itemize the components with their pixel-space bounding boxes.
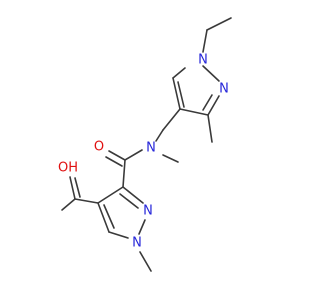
amide-group <box>105 149 179 188</box>
bond-carbonyl-c-o <box>108 150 126 161</box>
atom-n2-bottom-pyrazole: N <box>143 204 153 219</box>
bond-c5-c4-bottom <box>97 202 110 233</box>
atom-label-n-amide: N <box>146 141 156 156</box>
bond-carbonyl-c-ring-c3 <box>122 159 126 188</box>
atom-label-n2-bottom: N <box>143 204 153 219</box>
bond-c4-cooh-c <box>74 198 99 204</box>
bond-ch2-n-amide <box>155 129 164 142</box>
atom-n-amide: N <box>146 141 156 156</box>
bond-n1-c5-bottom <box>108 231 129 239</box>
molecule-structure-diagram: N N N O OH N N <box>58 17 232 272</box>
atom-label-n1-top: N <box>198 53 208 68</box>
bond-ch2-ch3 <box>206 17 232 31</box>
bond-c4-c3-bottom <box>97 186 124 204</box>
atom-label-o-hydroxyl: OH <box>58 161 78 176</box>
ethyl-group <box>202 17 232 53</box>
bond-n-amide-methyl <box>162 154 179 163</box>
atom-n1-top-pyrazole: N <box>198 53 208 68</box>
bond-n2-n1-bottom <box>138 219 146 235</box>
bond-c3-n2-bottom-double <box>119 193 139 209</box>
bond-c5-c4-bottom-double <box>103 204 115 229</box>
atom-n2-top-pyrazole: N <box>219 82 229 97</box>
bond-cooh-c-oh <box>61 198 76 211</box>
atom-label-n2-top: N <box>219 82 229 97</box>
top-pyrazole-ring <box>172 65 220 116</box>
bond-carbonyl-c-o-double <box>105 156 123 167</box>
carboxylic-acid-group <box>61 176 99 211</box>
bond-c3-methyl-top <box>207 114 213 143</box>
bond-c5-c4-top <box>172 77 181 110</box>
bond-c5-n1-top <box>172 67 186 79</box>
atom-oh-hydroxyl: OH <box>58 161 78 176</box>
methylene-linker <box>155 108 181 142</box>
bond-c4-ch2-linker <box>162 108 181 131</box>
atom-label-n1-bottom: N <box>132 236 142 251</box>
bond-cooh-c-o-double-2 <box>74 177 81 198</box>
bond-c3-n2-top <box>207 95 220 116</box>
atom-o-carbonyl: O <box>94 140 104 155</box>
bond-c4-c3-top <box>179 108 209 116</box>
bond-c3-n2-bottom <box>122 186 144 204</box>
bond-cooh-c-o-double <box>69 176 76 200</box>
atom-label-o-carbonyl: O <box>94 140 104 155</box>
bond-n2-n1-top <box>202 65 220 82</box>
bond-c5-c4-top-double <box>177 81 185 108</box>
bond-n-amide-carbonyl-c <box>124 149 143 161</box>
atom-n1-bottom-pyrazole: N <box>132 236 142 251</box>
bond-n1-methyl-bottom <box>139 251 152 272</box>
bottom-pyrazole-ring <box>97 186 146 239</box>
bond-c3-n2-top-double <box>202 94 213 111</box>
bond-n1-ch2 <box>202 29 208 53</box>
